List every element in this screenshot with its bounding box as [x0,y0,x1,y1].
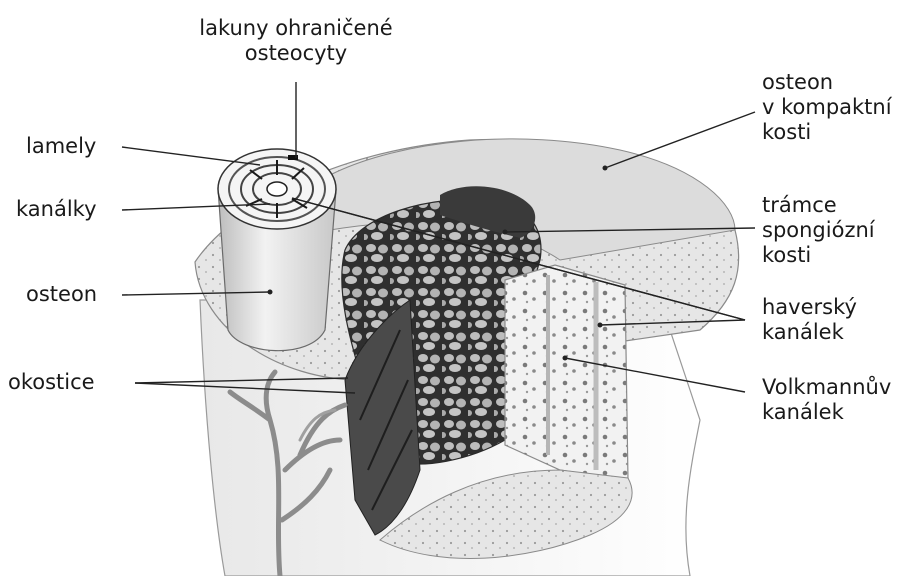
label-tramce: trámce spongiózní kosti [762,193,875,268]
label-osteon-kompakt: osteon v kompaktní kosti [762,70,892,145]
label-volkmann-line1: Volkmannův [762,375,891,400]
haversian-canal-hole [267,182,287,196]
label-tramce-line2: spongiózní [762,218,875,243]
volkmann-face [505,265,628,480]
label-okostice: okostice [8,370,95,395]
label-haversky-line2: kanálek [762,320,857,345]
label-volkmann: Volkmannův kanálek [762,375,891,425]
label-osteon: osteon [26,282,97,307]
label-lakuny-line1: lakuny ohraničené [178,16,414,41]
label-osteon-kompakt-line3: kosti [762,120,892,145]
label-tramce-line1: trámce [762,193,875,218]
label-osteon-kompakt-line1: osteon [762,70,892,95]
label-haversky-line1: haverský [762,295,857,320]
label-osteon-kompakt-line2: v kompaktní [762,95,892,120]
label-lakuny-line2: osteocyty [178,41,414,66]
label-lamely: lamely [26,134,96,159]
label-haversky: haverský kanálek [762,295,857,345]
label-lakuny: lakuny ohraničené osteocyty [178,16,414,66]
label-volkmann-line2: kanálek [762,400,891,425]
label-kanalky: kanálky [16,197,97,222]
label-tramce-line3: kosti [762,243,875,268]
